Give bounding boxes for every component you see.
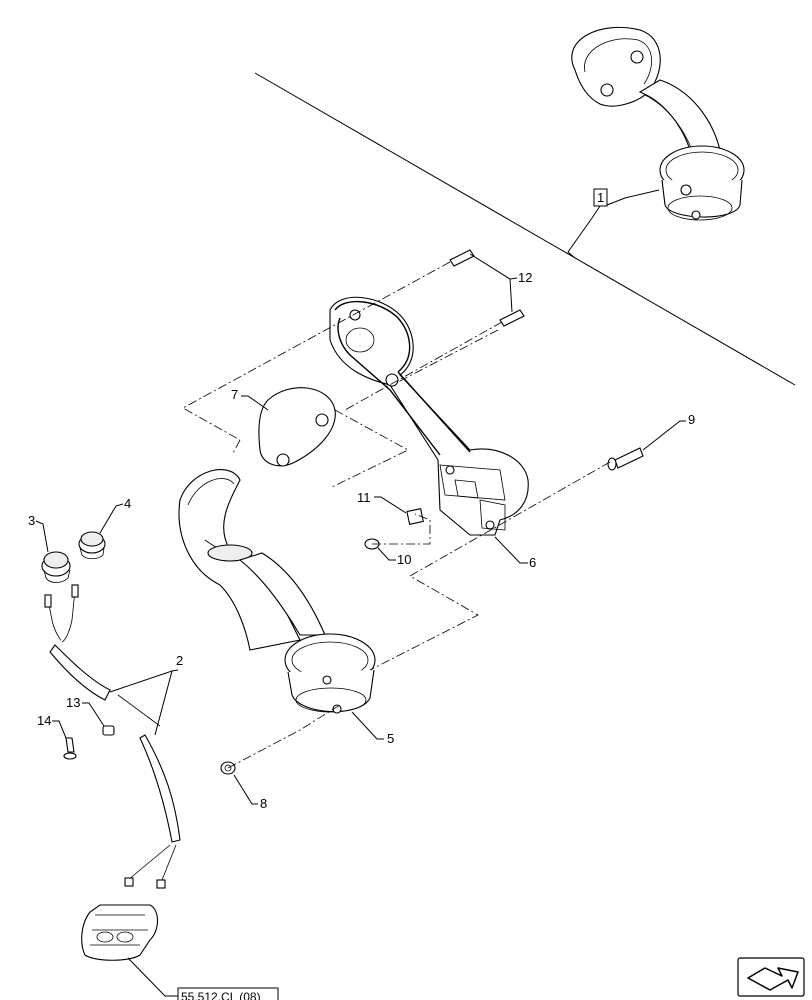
callout-5: 5 <box>387 731 394 746</box>
callout-4: 4 <box>124 496 131 511</box>
reference-label: 55.512.CL (08) <box>181 990 261 1000</box>
callout-1: 1 <box>597 190 604 205</box>
part-13-clip <box>102 725 115 736</box>
leader-14 <box>52 720 67 739</box>
callout-8: 8 <box>260 796 267 811</box>
leader-8 <box>233 774 258 805</box>
leader-7 <box>241 395 269 411</box>
part-11-nut <box>406 508 424 525</box>
part-5-handle-body <box>178 469 376 714</box>
assembly-1-handle <box>571 26 745 221</box>
leader-12-a <box>469 253 518 280</box>
leader-1-a <box>606 189 660 206</box>
callout-13: 13 <box>66 695 80 710</box>
part-3-button <box>41 551 71 583</box>
leader-reference <box>127 957 178 997</box>
leader-10 <box>377 547 396 561</box>
callout-6: 6 <box>529 555 536 570</box>
leader-12-b <box>509 278 513 313</box>
callout-9: 9 <box>688 412 695 427</box>
leader-6 <box>494 536 528 564</box>
leader-1-b <box>567 205 601 259</box>
next-page-arrow-icon[interactable] <box>737 957 805 997</box>
section-divider-line <box>254 72 796 386</box>
part-4-button <box>78 531 106 560</box>
callout-10: 10 <box>397 552 411 567</box>
callout-7: 7 <box>231 387 238 402</box>
leader-13 <box>82 702 105 727</box>
part-6-base-frame <box>329 296 529 536</box>
callout-3: 3 <box>28 513 35 528</box>
callout-12: 12 <box>518 270 532 285</box>
assembly-centerlines <box>182 261 611 769</box>
leader-5 <box>351 711 384 740</box>
leader-9 <box>642 420 686 451</box>
leader-4 <box>99 503 124 534</box>
part-7-plate <box>258 387 336 467</box>
harness-connector <box>81 904 159 961</box>
leader-2-b <box>154 670 173 736</box>
part-9-screw <box>607 447 644 471</box>
part-12-screws <box>449 249 525 327</box>
leader-11 <box>374 496 407 514</box>
part-2-harness <box>44 584 181 889</box>
leader-3 <box>35 520 49 553</box>
callout-2: 2 <box>176 653 183 668</box>
part-14-screw <box>63 737 77 760</box>
callout-1-box <box>593 188 608 207</box>
callout-14: 14 <box>37 713 51 728</box>
callout-11: 11 <box>357 490 371 505</box>
